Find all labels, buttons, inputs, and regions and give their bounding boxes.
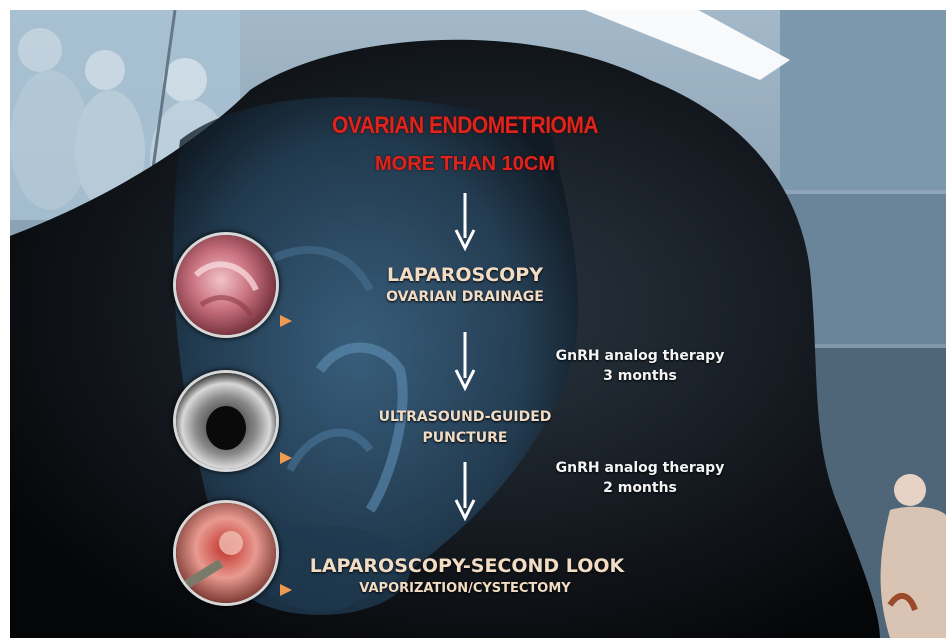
watermark-band <box>0 0 946 638</box>
slide: OVARIAN ENDOMETRIOMA MORE THAN 10CM LAPA… <box>0 0 946 638</box>
